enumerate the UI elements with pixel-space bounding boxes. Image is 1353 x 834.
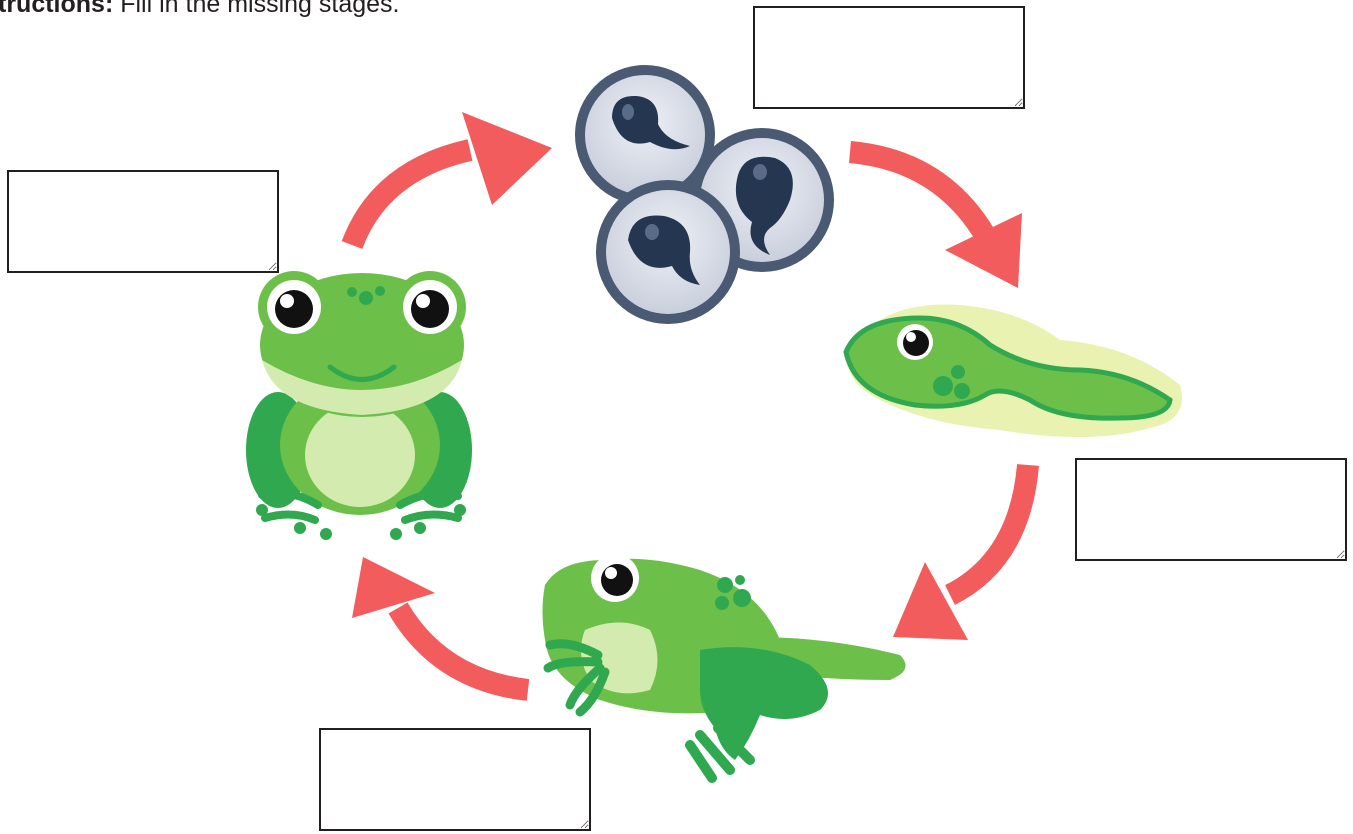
answer-box-froglet[interactable]	[319, 728, 591, 831]
arrow-eggs-to-tadpole	[850, 152, 1022, 288]
arrow-tadpole-to-froglet	[893, 465, 1028, 640]
answer-box-tadpole[interactable]	[1075, 458, 1347, 561]
froglet-icon	[543, 554, 906, 778]
tadpole-icon	[846, 305, 1182, 437]
arrow-adult-to-eggs	[352, 112, 552, 245]
answer-box-eggs[interactable]	[753, 6, 1025, 109]
answer-box-adult-frog[interactable]	[7, 170, 279, 273]
adult-frog-icon	[246, 271, 472, 540]
arrow-froglet-to-adult	[352, 557, 528, 690]
